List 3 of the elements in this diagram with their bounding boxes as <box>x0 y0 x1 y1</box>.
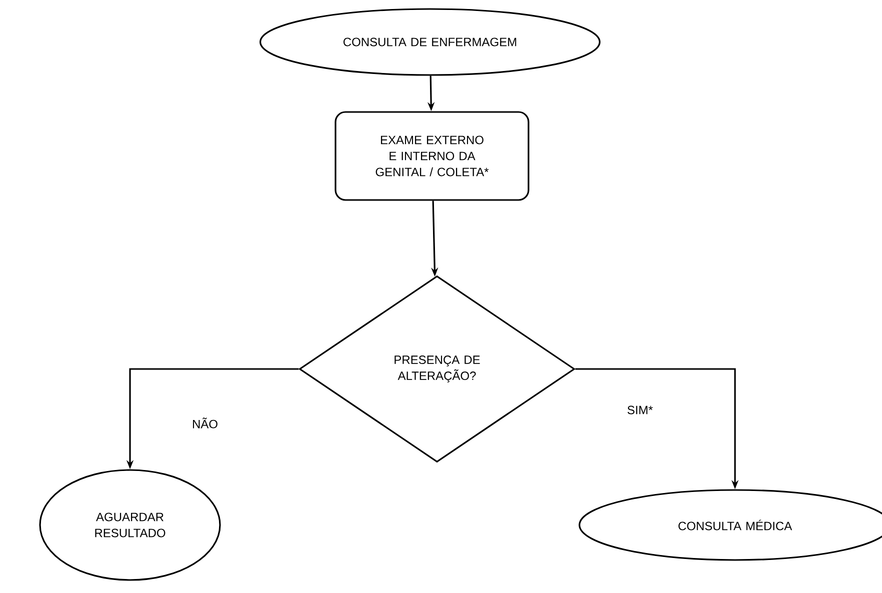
process-box: EXAME EXTERNO E INTERNO DA GENITAL / COLETA* <box>334 111 530 201</box>
edge-label: SIM* <box>625 404 655 416</box>
edge-label: NÃO <box>190 416 220 430</box>
